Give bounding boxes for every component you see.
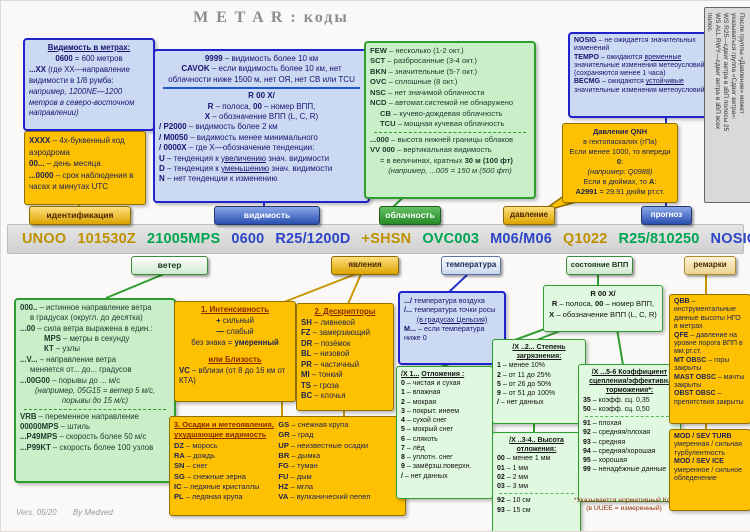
label-cloudiness: облачность: [379, 206, 441, 225]
contamination-extent-table: /X ..2... Степень загрязнения:1 – менее …: [492, 339, 586, 424]
label-wind: ветер: [131, 256, 208, 275]
precipitation-col1: 3. Осадки и метеоявления,ухудшающие види…: [174, 420, 274, 502]
runway-designator-box: R 00 X/R – полоса, 00 – номер ВПП,X – об…: [543, 285, 663, 332]
visibility-meters-box: Видимость в метрах:0600 = 600 метров...X…: [23, 38, 155, 131]
version-text: Vers. 05/20: [16, 508, 57, 517]
author-text: By Medved: [72, 508, 113, 517]
label-pressure: давление: [503, 206, 555, 225]
precipitation-box: 3. Осадки и метеоявления,ухудшающие види…: [169, 416, 406, 516]
label-identification: идентификация: [29, 206, 131, 225]
remarks-codes-box: QBB – инструментальные данные высоты НГО…: [669, 294, 750, 424]
cloudiness-box: FEW – несколько (1-2 окт.)SCT – разброса…: [364, 41, 536, 199]
trend-forecast-box: NOSIG – не ожидается значительных измене…: [568, 32, 714, 118]
label-runway-state: состояние ВПП: [566, 256, 633, 275]
deposit-depth-table: /X ..3-4.. Высота отложения:00 – менее 1…: [492, 432, 581, 531]
label-forecast: прогноз: [641, 206, 692, 225]
friction-footnote: *Указывается нормативный Ксц (в UUEE = и…: [573, 497, 675, 513]
page-title: M E T A R : коды: [193, 9, 349, 26]
label-remarks: ремарки: [684, 256, 736, 275]
label-visibility: видимость: [214, 206, 320, 225]
label-temperature: температура: [441, 256, 501, 275]
label-phenomena: явления: [331, 256, 399, 275]
temperature-box: .../ температура воздуха/... температура…: [398, 291, 506, 365]
friction-coefficient-table: /X ...5-6 Коэффициент сцепления/эффектив…: [578, 364, 681, 502]
footer: Vers. 05/20 By Medved: [16, 508, 127, 517]
